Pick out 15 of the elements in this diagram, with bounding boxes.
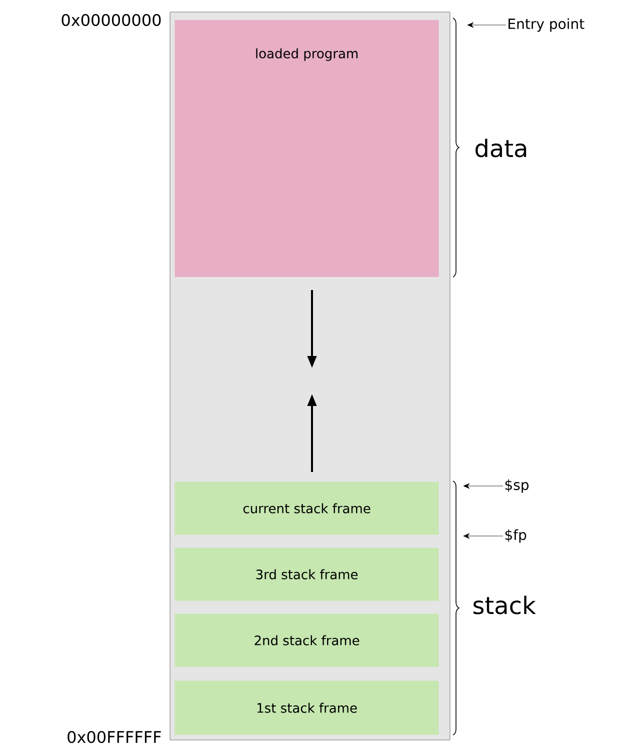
address-label: 0x00FFFFFF — [68, 730, 161, 744]
stack-frame-box: 1st stack frame — [174, 680, 439, 735]
pointer-label: Entry point — [508, 18, 584, 32]
pointer-label: $fp — [505, 529, 526, 543]
arrow — [467, 22, 506, 28]
pointer-label: $sp — [505, 479, 529, 493]
program-region: loaded program — [174, 20, 439, 277]
arrow — [463, 483, 504, 489]
stack-frame-box: 3rd stack frame — [174, 548, 439, 601]
stack-frame-box: current stack frame — [174, 482, 439, 535]
address-label: 0x00000000 — [62, 14, 161, 26]
stack-frame-box: 2nd stack frame — [174, 614, 439, 667]
region-label: data — [476, 138, 526, 158]
region-label: stack — [474, 596, 536, 614]
arrow — [463, 533, 504, 539]
